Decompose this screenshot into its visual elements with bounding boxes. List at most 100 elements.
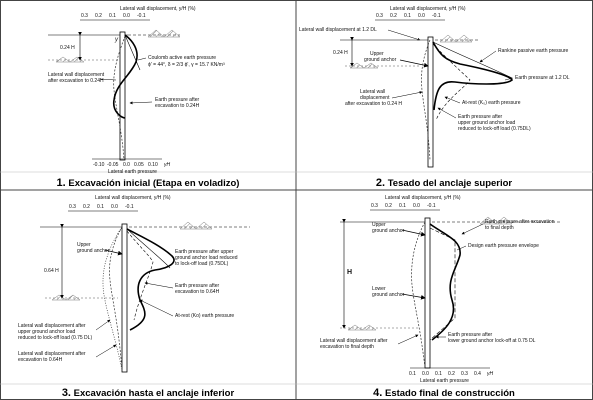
panel4-lwd-label-1: Lateral wall displacement after bbox=[320, 338, 388, 344]
panel1-ep-leader bbox=[129, 101, 153, 105]
panel3-ep064-label-2: excavation to 0.64H bbox=[175, 289, 220, 295]
panel1-height-label: 0.24 H bbox=[60, 45, 75, 51]
panel2-ep12-leader bbox=[504, 77, 514, 81]
panel1-earth-pressure-curve bbox=[112, 34, 138, 119]
panel3-anchor-label-2: ground anchor bbox=[77, 248, 110, 254]
panel4-tick-bottom-2: 0.1 bbox=[435, 371, 442, 377]
panel1-tick-bottom-4: 0.10 bbox=[148, 162, 158, 168]
panel1-disp-label-1: Lateral wall displacement bbox=[48, 72, 105, 78]
panel3-soil-hatch-right bbox=[179, 221, 213, 230]
panel-1: Lateral wall displacement, y/H (%) 0.3 0… bbox=[48, 6, 239, 189]
panel3-disp064-label-1: Lateral wall displacement after bbox=[18, 351, 86, 357]
panel4-tick-bottom-5: 0.4 bbox=[474, 371, 481, 377]
panel4-height-label: H bbox=[347, 269, 352, 276]
panel3-tick-top-4: -0.1 bbox=[125, 204, 134, 210]
panel2-lock-label-3: reduced to lock-off load (0.75DL) bbox=[458, 126, 531, 132]
panel4-lock-label-2: lower ground anchor lock-off at 0.75 DL bbox=[448, 338, 536, 344]
panel3-disp064-leader bbox=[95, 344, 117, 358]
panel3-ep-label-1: Earth pressure after upper bbox=[175, 249, 234, 255]
panel4-gamma-h: γH bbox=[487, 371, 494, 377]
panel4-final-label-1: Earth pressure after excavation bbox=[485, 219, 555, 225]
panel4-tick-top-0: 0.3 bbox=[371, 203, 378, 209]
panel2-disp-label-3: after excavation to 0.24 H bbox=[345, 101, 402, 107]
panel2-rankine-label: Rankine passive earth pressure bbox=[498, 48, 569, 54]
panel1-tick-top-2: 0.1 bbox=[109, 13, 116, 19]
panel3-ep064-label-1: Earth pressure after bbox=[175, 283, 220, 289]
panel4-final-label-2: to final depth bbox=[485, 225, 514, 231]
panel2-atrest-label: At-rest (K₀) earth pressure bbox=[462, 100, 521, 106]
panel1-displacement-curve bbox=[113, 35, 126, 161]
panel1-tick-bottom-2: 0.0 bbox=[123, 162, 130, 168]
panel1-coulomb-leader bbox=[137, 57, 147, 61]
panel2-wall bbox=[427, 36, 434, 168]
panel2-lock-label-2: upper ground anchor load bbox=[458, 120, 515, 126]
panel1-wall bbox=[119, 31, 126, 161]
panel2-anchor-label-1: Upper bbox=[370, 51, 384, 57]
panel4-lower-label-1: Lower bbox=[372, 286, 386, 292]
panel2-disp-leader bbox=[391, 91, 423, 99]
panel1-top-ticks: 0.3 0.2 0.1 0.0 -0.1 bbox=[81, 13, 146, 19]
panel2-soil-hatch-left bbox=[349, 62, 379, 69]
panel1-ep-label-2: excavation to 0.24H bbox=[155, 103, 200, 109]
panel1-caption: 1. Excavación inicial (Etapa en voladizo… bbox=[57, 177, 240, 189]
panel3-wall bbox=[121, 223, 128, 373]
panel2-rankine-leader bbox=[479, 50, 497, 63]
panel3-ep-label-3: to lock-off load (0.75DL) bbox=[175, 261, 229, 267]
panel2-tick-top-4: -0.1 bbox=[432, 13, 441, 19]
panel2-tick-top-1: 0.2 bbox=[390, 13, 397, 19]
panel4-displacement-curve bbox=[411, 221, 426, 369]
panel1-coulomb-line bbox=[124, 34, 141, 71]
panel4-lower-label-2: ground anchor bbox=[372, 292, 405, 298]
panel2-disp12-label: Lateral wall displacement at 1.2 DL bbox=[299, 27, 377, 33]
panel4-design-leader bbox=[456, 245, 467, 251]
panel3-tick-top-2: 0.1 bbox=[97, 204, 104, 210]
panel3-soil-hatch-left bbox=[51, 294, 81, 301]
panel1-y-symbol: y bbox=[114, 37, 119, 43]
panel3-atrest-label: At-rest (Ko) earth pressure bbox=[175, 313, 234, 319]
panel3-disp-label-3: reduced to lock-off load (0.75 DL) bbox=[18, 335, 92, 341]
panel1-disp-leader bbox=[99, 78, 117, 81]
panel4-design-envelope bbox=[429, 227, 456, 341]
panel4-tick-bottom-4: 0.3 bbox=[461, 371, 468, 377]
panel1-axis-top-label: Lateral wall displacement, y/H (%) bbox=[120, 6, 196, 12]
panel3-disp064-label-2: excavation to 0.64H bbox=[18, 357, 63, 363]
panel1-tick-top-3: 0.0 bbox=[123, 13, 130, 19]
panel1-coulomb-label-1: Coulomb active earth pressure bbox=[148, 55, 216, 61]
panel2-rankine-line bbox=[432, 41, 513, 79]
panel4-tick-top-2: 0.1 bbox=[399, 203, 406, 209]
panel2-tick-top-3: 0.0 bbox=[418, 13, 425, 19]
panel3-tick-top-3: 0.0 bbox=[111, 204, 118, 210]
panel2-caption: 2. Tesado del anclaje superior bbox=[376, 177, 513, 189]
panel2-atrest-curve bbox=[432, 43, 471, 121]
panel4-wall bbox=[424, 217, 431, 369]
panel3-top-ticks: 0.3 0.2 0.1 0.0 -0.1 bbox=[69, 204, 134, 210]
panel3-tick-top-0: 0.3 bbox=[69, 204, 76, 210]
panel2-displacement-curve bbox=[421, 39, 431, 161]
panel2-atrest-leader bbox=[444, 96, 461, 104]
panel2-lock-leader bbox=[437, 107, 457, 119]
panel2-tick-top-0: 0.3 bbox=[376, 13, 383, 19]
panel2-axis-top-label: Lateral wall displacement, y/H (%) bbox=[390, 6, 466, 12]
panel4-tick-bottom-0: 0.1 bbox=[409, 371, 416, 377]
panel3-caption: 3. Excavación hasta el anclaje inferior bbox=[62, 387, 235, 399]
panel2-disp-label-1: Lateral wall bbox=[360, 89, 385, 95]
panel1-coulomb-label-2: ϕ' = 44°, δ = 2/3 ϕ', γ = 15.7 KN/m³ bbox=[148, 62, 225, 68]
panel1-tick-bottom-1: -0.05 bbox=[107, 162, 119, 168]
panel4-tick-top-4: -0.1 bbox=[427, 203, 436, 209]
panel2-lock-label-1: Earth pressure after bbox=[458, 114, 503, 120]
panel2-anchor-label-2: ground anchor bbox=[364, 57, 397, 63]
panel2-anchor-arrow bbox=[399, 59, 429, 68]
panel-2: Lateral wall displacement, y/H (%) 0.3 0… bbox=[299, 6, 570, 189]
panel4-tick-bottom-3: 0.2 bbox=[448, 371, 455, 377]
panel2-tick-top-2: 0.1 bbox=[404, 13, 411, 19]
panel4-upper-label-2: ground anchor bbox=[372, 228, 405, 234]
panel1-soil-hatch-right bbox=[147, 29, 181, 38]
panel3-tick-top-1: 0.2 bbox=[83, 204, 90, 210]
panel3-reduced-line bbox=[126, 228, 171, 269]
panel3-ep-label-2: ground anchor load reduced bbox=[175, 255, 238, 261]
panel2-disp12-leader bbox=[387, 29, 421, 41]
panel3-ep064-leader bbox=[144, 281, 174, 289]
panel1-tick-top-0: 0.3 bbox=[81, 13, 88, 19]
panel1-tick-top-1: 0.2 bbox=[95, 13, 102, 19]
